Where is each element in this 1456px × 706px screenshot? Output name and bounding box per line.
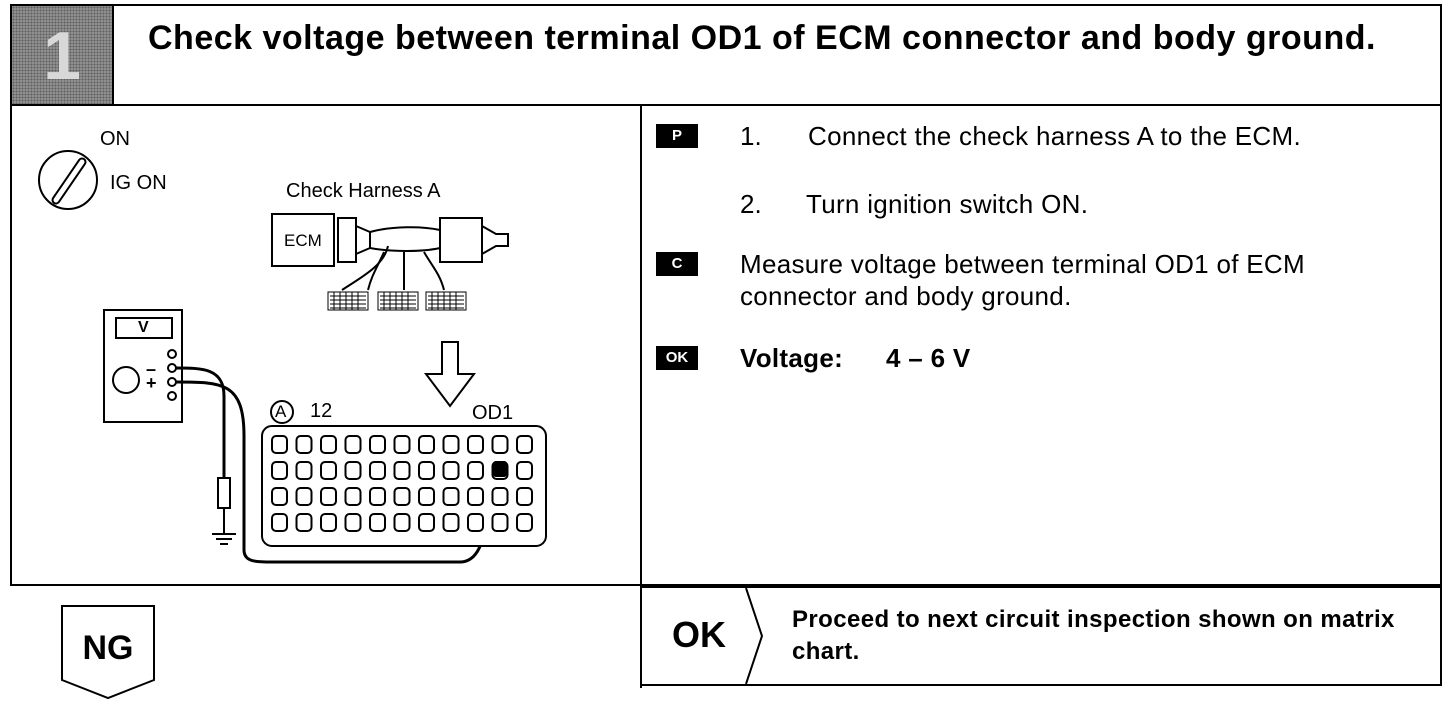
- connector-pin: [418, 435, 435, 454]
- ignition-ig-on-label: IG ON: [110, 172, 167, 194]
- ok-label: OK: [672, 614, 726, 655]
- connector-pin: [491, 435, 509, 454]
- connector-pin: [320, 513, 337, 532]
- connector-pin: [271, 435, 288, 454]
- connector-pin: [467, 461, 484, 480]
- connector-pin: [467, 487, 484, 506]
- ecm-label: ECM: [284, 231, 322, 250]
- connector-a-circle: [270, 400, 294, 424]
- connector-pin: [491, 487, 509, 506]
- ground-probe-icon: [212, 477, 236, 545]
- connector-pin: [295, 435, 313, 454]
- spec-value: 4 – 6 V: [886, 343, 971, 373]
- step-header: 1 Check voltage between terminal OD1 of …: [10, 4, 1442, 106]
- connector-pin: [516, 513, 533, 532]
- diagram-drawing: [38, 150, 547, 564]
- connector-pin: [344, 461, 362, 480]
- connector-pin: [393, 461, 411, 480]
- terminal-od1-label: OD1: [472, 402, 514, 424]
- spec-label: Voltage:: [740, 343, 844, 373]
- connector-pin: [295, 513, 313, 532]
- ok-spec-badge: OK: [656, 346, 698, 370]
- connector-pin: [320, 487, 337, 506]
- down-arrow-icon: [424, 341, 476, 408]
- check-badge: C: [656, 252, 698, 276]
- step1-text: Connect the check harness A to the ECM.: [808, 121, 1301, 151]
- ok-result-text: Proceed to next circuit inspection shown…: [792, 606, 1395, 665]
- connector-pin: [344, 435, 362, 454]
- meter-label: V: [138, 319, 149, 336]
- probe-leads: [175, 366, 500, 564]
- connector-pin: [344, 513, 362, 532]
- connector-pin: [442, 435, 460, 454]
- connector-pin: [393, 435, 411, 454]
- connector-pin: [516, 487, 533, 506]
- connector-pin: [442, 461, 460, 480]
- procedure-panel: [10, 104, 1442, 586]
- meter-plus-label: +: [146, 373, 157, 393]
- connector-pin: [467, 513, 484, 532]
- harness-connectors: [327, 291, 467, 311]
- connector-pin: [418, 487, 435, 506]
- connector-pin: [393, 487, 411, 506]
- connector-pin: [393, 513, 411, 532]
- terminal-od1-pin: [493, 461, 507, 477]
- connector-pin: [467, 435, 484, 454]
- connector-pin: [320, 461, 337, 480]
- ecm-connector-a: [261, 425, 547, 547]
- connector-pin: [295, 487, 313, 506]
- wiring-diagram: ON IG ON Check Harness A ECM V – + A 12 …: [12, 106, 638, 584]
- connector-id-label: A: [275, 402, 287, 421]
- connector-pin: [271, 513, 288, 532]
- check-text: Measure voltage between terminal OD1 of …: [740, 249, 1305, 311]
- connector-pin: [516, 435, 533, 454]
- ng-label: NG: [82, 629, 134, 667]
- connector-pin: [320, 435, 337, 454]
- step-number: 1: [43, 18, 81, 94]
- connector-pin: [491, 513, 509, 532]
- ok-result-box: [642, 586, 1442, 686]
- check-harness-icon: [271, 213, 509, 291]
- harness-label: Check Harness A: [286, 180, 441, 202]
- connector-pin: [516, 461, 533, 480]
- connector-pin: [295, 461, 313, 480]
- pin-number-label: 12: [310, 400, 333, 422]
- step2-text: Turn ignition switch ON.: [806, 189, 1089, 219]
- step-number-box: 1: [12, 6, 114, 104]
- step-title: Check voltage between terminal OD1 of EC…: [148, 19, 1376, 57]
- connector-pin: [418, 461, 435, 480]
- connector-pin: [271, 487, 288, 506]
- step1-number: 1.: [740, 121, 762, 151]
- connector-pin: [418, 513, 435, 532]
- ng-shape-icon: [61, 605, 155, 700]
- connector-pin: [442, 513, 460, 532]
- connector-pin: [369, 461, 386, 480]
- prep-badge: P: [656, 124, 698, 148]
- panel-divider: [640, 104, 642, 688]
- ignition-on-label: ON: [100, 128, 130, 150]
- connector-pin: [271, 461, 288, 480]
- ignition-key-icon: [38, 150, 98, 210]
- ok-chevron-icon: [745, 588, 764, 684]
- connector-pin: [369, 487, 386, 506]
- connector-pin: [369, 435, 386, 454]
- meter-minus-label: –: [146, 359, 157, 379]
- step2-number: 2.: [740, 189, 762, 219]
- connector-pin: [442, 487, 460, 506]
- connector-pin: [369, 513, 386, 532]
- connector-pin: [344, 487, 362, 506]
